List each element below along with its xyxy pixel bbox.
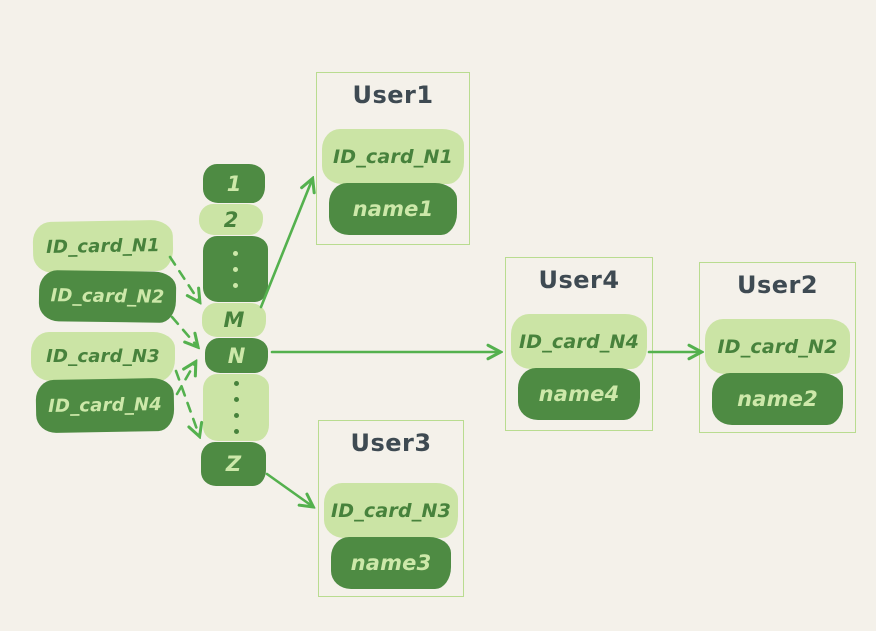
- user4-name-pill: name4: [518, 368, 640, 420]
- ellipsis-dot: [233, 250, 238, 256]
- ellipsis-dot: [233, 397, 239, 402]
- ellipsis-dot: [233, 282, 238, 288]
- ellipsis-dot: [233, 266, 238, 272]
- bucket-slot-ellipsis-top: [203, 236, 268, 302]
- user4-title: User4: [538, 266, 620, 294]
- user2-title: User2: [736, 271, 819, 299]
- user1-name-pill: name1: [329, 183, 457, 235]
- edge-bucket-m-to-user1: [259, 180, 312, 309]
- id-card-pill-n1: ID_card_N1: [32, 219, 174, 274]
- user3-title: User3: [350, 429, 432, 457]
- user-box-user3: User3 ID_card_N3 name3: [318, 420, 464, 597]
- bucket-slot-m: M: [202, 303, 266, 337]
- bucket-slot-z: Z: [201, 442, 266, 486]
- bucket-slot-2: 2: [199, 204, 263, 235]
- user1-id-card-pill: ID_card_N1: [322, 129, 464, 184]
- user1-title: User1: [352, 81, 434, 109]
- bucket-slot-1: 1: [203, 164, 265, 203]
- edge-id-card-n2-to-bucket-n: [170, 315, 197, 346]
- user2-id-card-pill: ID_card_N2: [705, 319, 850, 374]
- id-card-pill-n2: ID_card_N2: [38, 270, 177, 323]
- edge-id-card-n3-to-bucket-z: [174, 369, 199, 435]
- id-card-pill-n3: ID_card_N3: [31, 332, 175, 381]
- ellipsis-dot: [233, 381, 239, 386]
- ellipsis-dot: [233, 413, 239, 418]
- bucket-slot-n: N: [205, 338, 268, 373]
- edge-bucket-z-to-user3: [265, 472, 312, 506]
- bucket-slot-ellipsis-bottom: [203, 374, 269, 441]
- user3-id-card-pill: ID_card_N3: [324, 483, 458, 538]
- user4-id-card-pill: ID_card_N4: [511, 314, 647, 369]
- user-box-user2: User2 ID_card_N2 name2: [699, 262, 856, 433]
- id-card-pill-n4: ID_card_N4: [35, 377, 175, 434]
- ellipsis-dot: [233, 429, 239, 434]
- user3-name-pill: name3: [331, 537, 451, 589]
- user-box-user1: User1 ID_card_N1 name1: [316, 72, 470, 245]
- user2-name-pill: name2: [712, 373, 843, 425]
- user-box-user4: User4 ID_card_N4 name4: [505, 257, 653, 431]
- edge-id-card-n4-to-bucket-n: [175, 363, 195, 396]
